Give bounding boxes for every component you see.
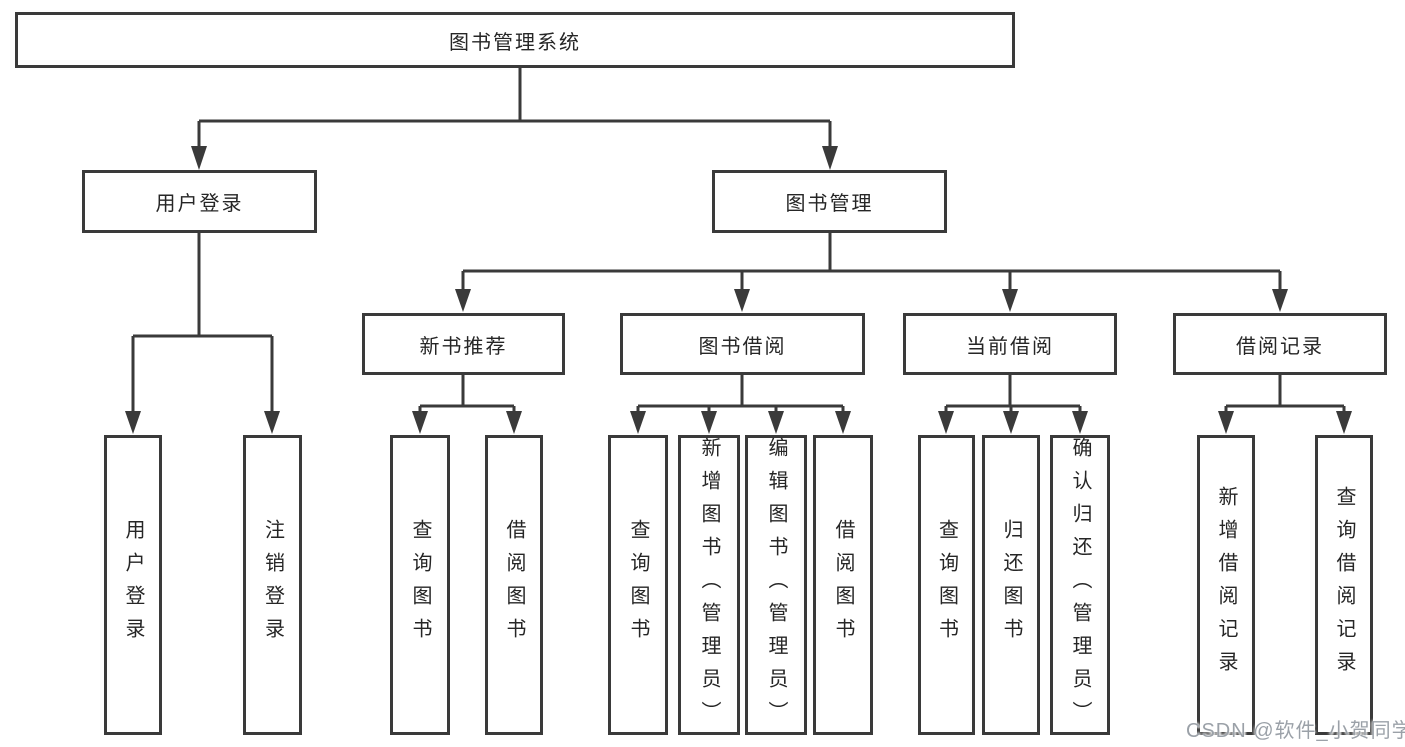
leaf-newrec-query-books-label: 查询图书	[409, 519, 431, 651]
arrow-down-icon	[455, 289, 471, 312]
arrow-down-icon	[506, 411, 522, 434]
node-current-borrow: 当前借阅	[903, 313, 1117, 375]
leaf-records-query-record: 查询借阅记录	[1315, 435, 1373, 735]
node-root-system: 图书管理系统	[15, 12, 1015, 68]
leaf-logout-login-label: 注销登录	[261, 519, 284, 651]
leaf-current-query-books-label: 查询图书	[935, 519, 958, 651]
leaf-borrow-borrow-books: 借阅图书	[813, 435, 873, 735]
leaf-records-query-record-label: 查询借阅记录	[1333, 486, 1355, 684]
csdn-watermark: CSDN @软件_小贺同学	[1186, 720, 1405, 742]
node-current-borrow-label: 当前借阅	[966, 335, 1054, 358]
arrow-down-icon	[264, 411, 280, 434]
arrow-down-icon	[938, 411, 954, 434]
node-user-login-label: 用户登录	[155, 193, 244, 215]
leaf-current-return-books: 归还图书	[982, 435, 1040, 735]
arrow-down-icon	[1072, 411, 1088, 434]
leaf-newrec-query-books: 查询图书	[390, 435, 450, 735]
leaf-borrow-query-books-label: 查询图书	[627, 519, 649, 651]
node-user-login: 用户登录	[82, 170, 317, 233]
leaf-current-query-books: 查询图书	[918, 435, 975, 735]
arrow-down-icon	[191, 146, 207, 170]
arrow-down-icon	[768, 411, 784, 434]
node-book-management: 图书管理	[712, 170, 947, 233]
node-new-book-recommend: 新书推荐	[362, 313, 565, 375]
arrow-down-icon	[1002, 289, 1018, 312]
leaf-records-add-record-label: 新增借阅记录	[1215, 486, 1237, 684]
leaf-user-login-label: 用户登录	[122, 519, 144, 651]
leaf-borrow-edit-book-admin: 编辑图书（管理员）	[745, 435, 807, 735]
arrow-down-icon	[734, 289, 750, 312]
leaf-borrow-add-book-admin-label: 新增图书（管理员）	[698, 436, 720, 734]
leaf-borrow-add-book-admin: 新增图书（管理员）	[678, 435, 740, 735]
arrow-down-icon	[1218, 411, 1234, 434]
leaf-current-confirm-return-admin-label: 确认归还（管理员）	[1069, 436, 1091, 734]
node-book-borrow-label: 图书借阅	[698, 335, 787, 358]
leaf-logout-login: 注销登录	[243, 435, 302, 735]
node-book-management-label: 图书管理	[785, 193, 874, 215]
leaf-records-add-record: 新增借阅记录	[1197, 435, 1255, 735]
leaf-borrow-edit-book-admin-label: 编辑图书（管理员）	[765, 436, 787, 734]
connector-paths	[131, 68, 1346, 416]
node-book-borrow: 图书借阅	[620, 313, 865, 375]
arrow-down-icon	[630, 411, 646, 434]
arrow-down-icon	[412, 411, 428, 434]
leaf-borrow-query-books: 查询图书	[608, 435, 668, 735]
arrow-down-icon	[1272, 289, 1288, 312]
arrow-down-icon	[701, 411, 717, 434]
leaf-borrow-borrow-books-label: 借阅图书	[832, 519, 854, 651]
node-borrow-records-label: 借阅记录	[1236, 335, 1324, 358]
arrow-down-icon	[835, 411, 851, 434]
node-new-book-recommend-label: 新书推荐	[419, 335, 508, 358]
arrow-down-icon	[822, 146, 838, 170]
leaf-current-confirm-return-admin: 确认归还（管理员）	[1050, 435, 1110, 735]
node-borrow-records: 借阅记录	[1173, 313, 1387, 375]
arrow-down-icon	[1003, 411, 1019, 434]
arrow-down-icon	[1336, 411, 1352, 434]
leaf-current-return-books-label: 归还图书	[1000, 519, 1022, 651]
leaf-newrec-borrow-books: 借阅图书	[485, 435, 543, 735]
arrow-down-icon	[125, 411, 141, 434]
node-root-system-label: 图书管理系统	[449, 31, 581, 54]
leaf-user-login: 用户登录	[104, 435, 162, 735]
leaf-newrec-borrow-books-label: 借阅图书	[503, 519, 525, 651]
arrowheads	[125, 146, 1352, 434]
